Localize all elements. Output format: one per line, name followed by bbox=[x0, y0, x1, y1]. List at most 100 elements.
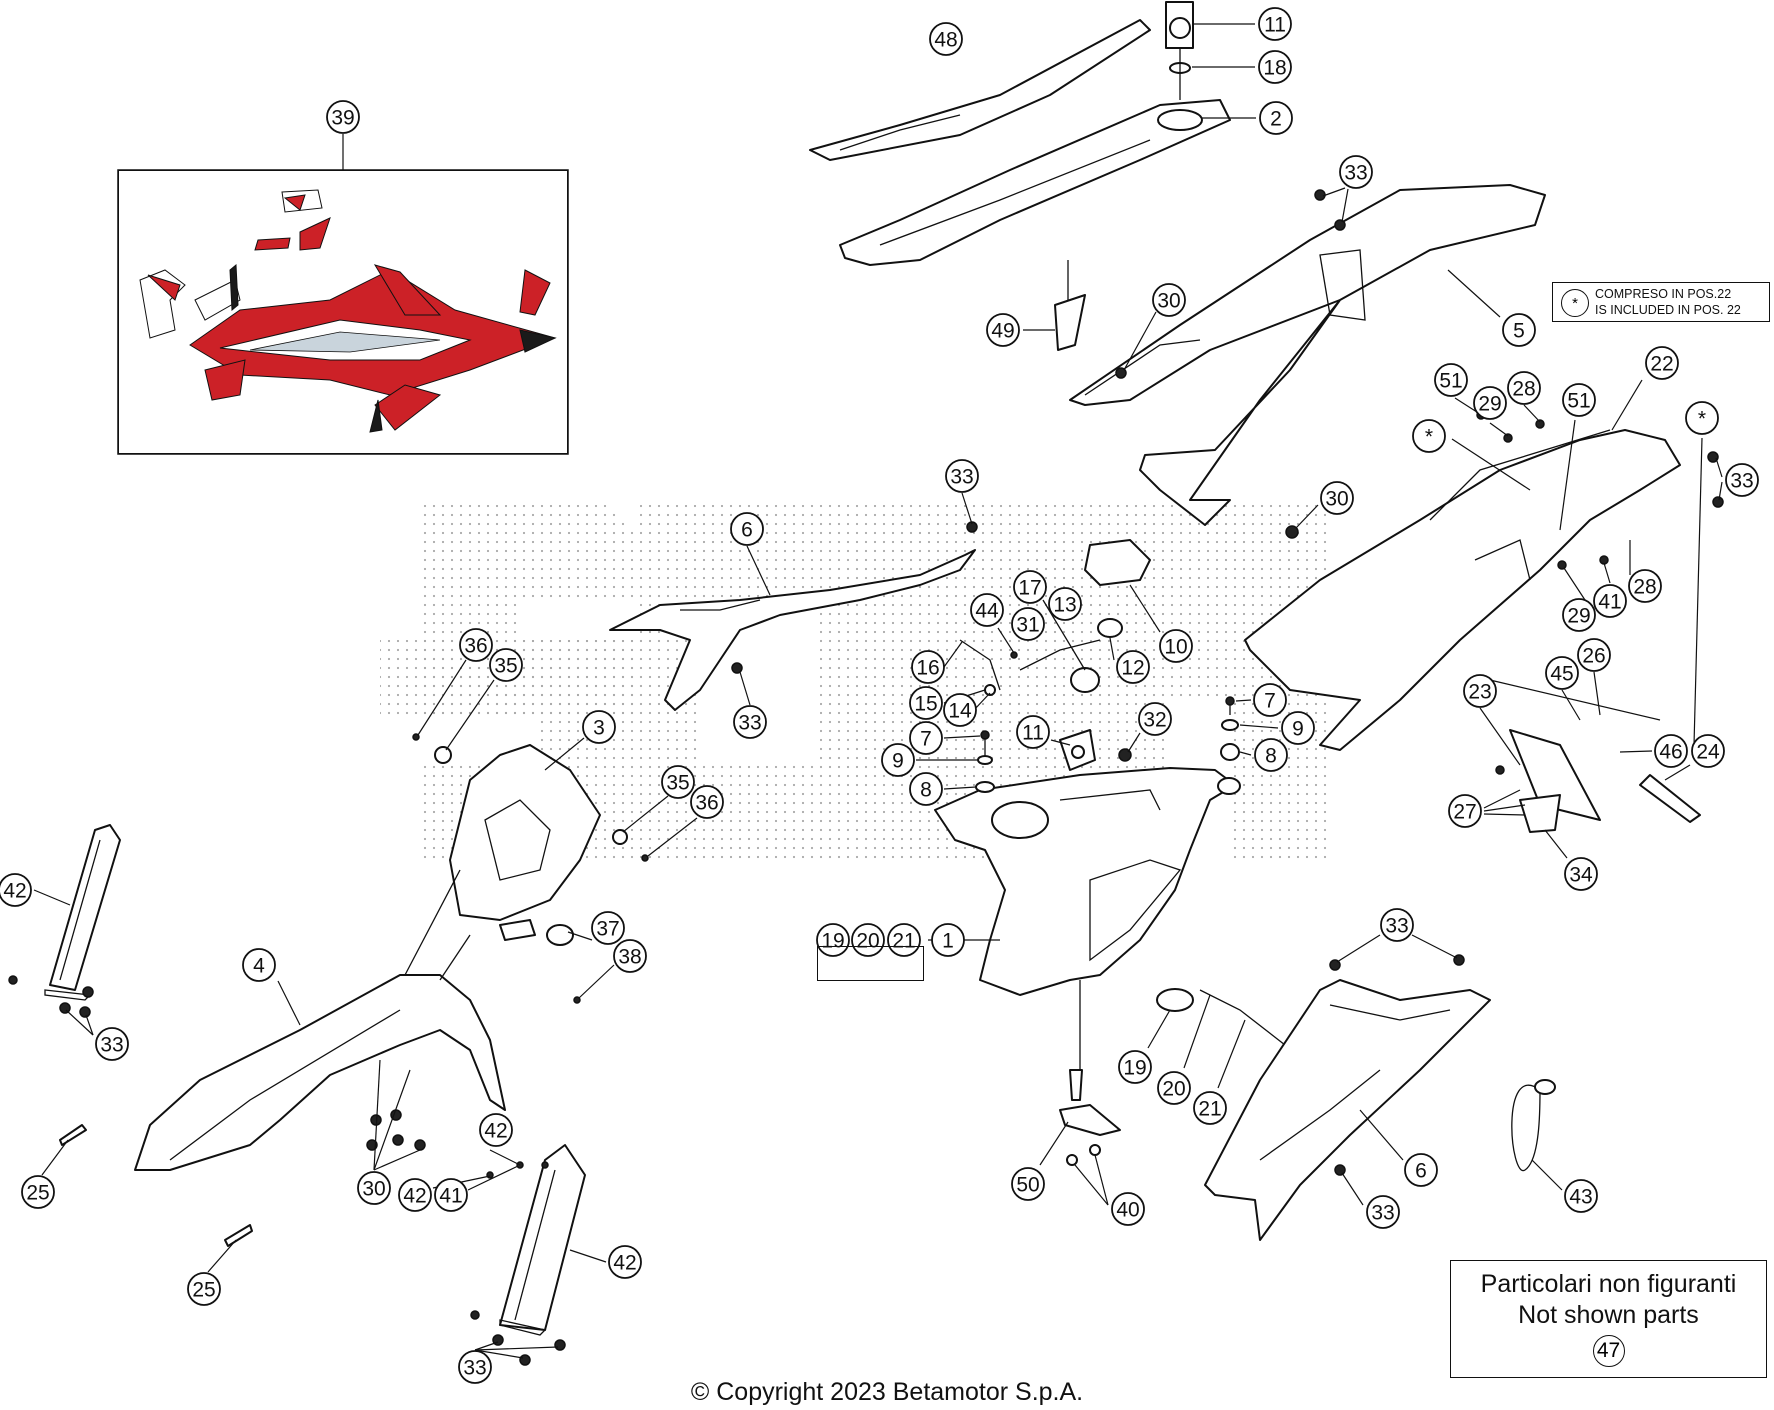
callout-number: 10 bbox=[1164, 636, 1187, 659]
callout-number: 23 bbox=[1468, 681, 1491, 704]
callout-circle bbox=[1685, 401, 1719, 435]
callout-number: 33 bbox=[950, 466, 973, 489]
callout-38: 38 bbox=[613, 939, 647, 973]
callout-number: 25 bbox=[26, 1182, 49, 1205]
callout-circle bbox=[1507, 371, 1541, 405]
callout-circle bbox=[909, 772, 943, 806]
callout-number: 33 bbox=[1730, 470, 1753, 493]
callout-6: 6 bbox=[730, 512, 764, 546]
callout-number: 33 bbox=[1344, 162, 1367, 185]
callout-circle bbox=[929, 22, 963, 56]
plate-holder-part bbox=[1479, 671, 1701, 859]
callout-36: 36 bbox=[459, 628, 493, 662]
callout-25: 25 bbox=[187, 1272, 221, 1306]
callout-circle bbox=[690, 785, 724, 819]
callout-number: 30 bbox=[1157, 290, 1180, 313]
callout-number: 3 bbox=[593, 717, 605, 740]
fuel-tank-part bbox=[928, 767, 1241, 1070]
callout-39: 39 bbox=[326, 100, 360, 134]
callout-number: * bbox=[1698, 408, 1706, 431]
callout-33: 33 bbox=[1725, 463, 1759, 497]
callout-number: 41 bbox=[439, 1185, 462, 1208]
callout-35: 35 bbox=[661, 765, 695, 799]
callout-circle bbox=[1404, 1153, 1438, 1187]
fork-guard-right-part bbox=[432, 1144, 607, 1366]
callout-33: 33 bbox=[1339, 155, 1373, 189]
not-shown-line-it: Particolari non figuranti bbox=[1480, 1270, 1737, 1298]
fuel-hose-part bbox=[1147, 988, 1286, 1089]
callout-number: 29 bbox=[1478, 393, 1501, 416]
callout-number: 9 bbox=[1292, 718, 1304, 741]
cable-part bbox=[1511, 1079, 1563, 1191]
callout-circle bbox=[1725, 463, 1759, 497]
callout-28: 28 bbox=[1628, 569, 1662, 603]
callout-number: 19 bbox=[1123, 1057, 1146, 1080]
callout-13: 13 bbox=[1048, 587, 1082, 621]
callout-6: 6 bbox=[1404, 1153, 1438, 1187]
callout-circle bbox=[1254, 738, 1288, 772]
callout-51: 51 bbox=[1434, 363, 1468, 397]
callout-51: 51 bbox=[1562, 383, 1596, 417]
callout-circle bbox=[613, 939, 647, 973]
callout-number: 36 bbox=[464, 635, 487, 658]
front-fender-part bbox=[134, 869, 506, 1171]
callout-circle bbox=[1016, 715, 1050, 749]
callout-33: 33 bbox=[945, 459, 979, 493]
callout-circle bbox=[1193, 1091, 1227, 1125]
callout-42: 42 bbox=[479, 1113, 513, 1147]
callout-circle bbox=[733, 705, 767, 739]
callout-number: 17 bbox=[1018, 577, 1041, 600]
callout-number: 35 bbox=[666, 772, 689, 795]
callout-number: 1 bbox=[942, 930, 954, 953]
callout-circle bbox=[1645, 346, 1679, 380]
callout-30: 30 bbox=[1320, 481, 1354, 515]
callout-number: 5 bbox=[1513, 320, 1525, 343]
callout-number: 33 bbox=[100, 1034, 123, 1057]
callout-circle bbox=[1564, 1179, 1598, 1213]
callout-number: 48 bbox=[934, 29, 957, 52]
callout-circle bbox=[1473, 386, 1507, 420]
callout-9: 9 bbox=[881, 743, 915, 777]
small-stickers-part bbox=[41, 1124, 253, 1273]
callout-circle bbox=[1111, 1192, 1145, 1226]
callout-circle bbox=[986, 313, 1020, 347]
callout-7: 7 bbox=[1253, 683, 1287, 717]
callout-circle bbox=[1366, 1195, 1400, 1229]
callout-circle bbox=[943, 693, 977, 727]
decal-kit-frame bbox=[118, 170, 568, 454]
callout-circle bbox=[591, 911, 625, 945]
callout-number: 39 bbox=[331, 107, 354, 130]
callout-star: * bbox=[1685, 401, 1719, 435]
callout-3: 3 bbox=[582, 710, 616, 744]
callout-number: 9 bbox=[892, 750, 904, 773]
callout-7: 7 bbox=[909, 721, 943, 755]
callout-4: 4 bbox=[242, 948, 276, 982]
callout-number: 31 bbox=[1016, 614, 1039, 637]
callout-number: 36 bbox=[695, 792, 718, 815]
callout-circle bbox=[851, 923, 885, 957]
headlight-mask-part bbox=[412, 659, 698, 1004]
callout-50: 50 bbox=[1011, 1167, 1045, 1201]
callout-circle bbox=[816, 923, 850, 957]
callout-29: 29 bbox=[1562, 598, 1596, 632]
callout-25: 25 bbox=[21, 1175, 55, 1209]
callout-21: 21 bbox=[1193, 1091, 1227, 1125]
callout-circle bbox=[1048, 587, 1082, 621]
callout-number: 33 bbox=[1385, 915, 1408, 938]
callout-32: 32 bbox=[1138, 702, 1172, 736]
callout-42: 42 bbox=[608, 1245, 642, 1279]
callout-number: 11 bbox=[1264, 14, 1286, 37]
fuel-kit-frame bbox=[817, 946, 924, 981]
callout-number: 13 bbox=[1053, 594, 1076, 617]
callout-star: * bbox=[1412, 419, 1446, 453]
callout-circle bbox=[1654, 734, 1688, 768]
callout-circle bbox=[1463, 674, 1497, 708]
callout-8: 8 bbox=[909, 772, 943, 806]
callout-34: 34 bbox=[1564, 857, 1598, 891]
callout-44: 44 bbox=[970, 593, 1004, 627]
callout-number: 42 bbox=[403, 1185, 426, 1208]
callout-29: 29 bbox=[1473, 386, 1507, 420]
callout-circle bbox=[1152, 283, 1186, 317]
callout-9: 9 bbox=[1281, 711, 1315, 745]
